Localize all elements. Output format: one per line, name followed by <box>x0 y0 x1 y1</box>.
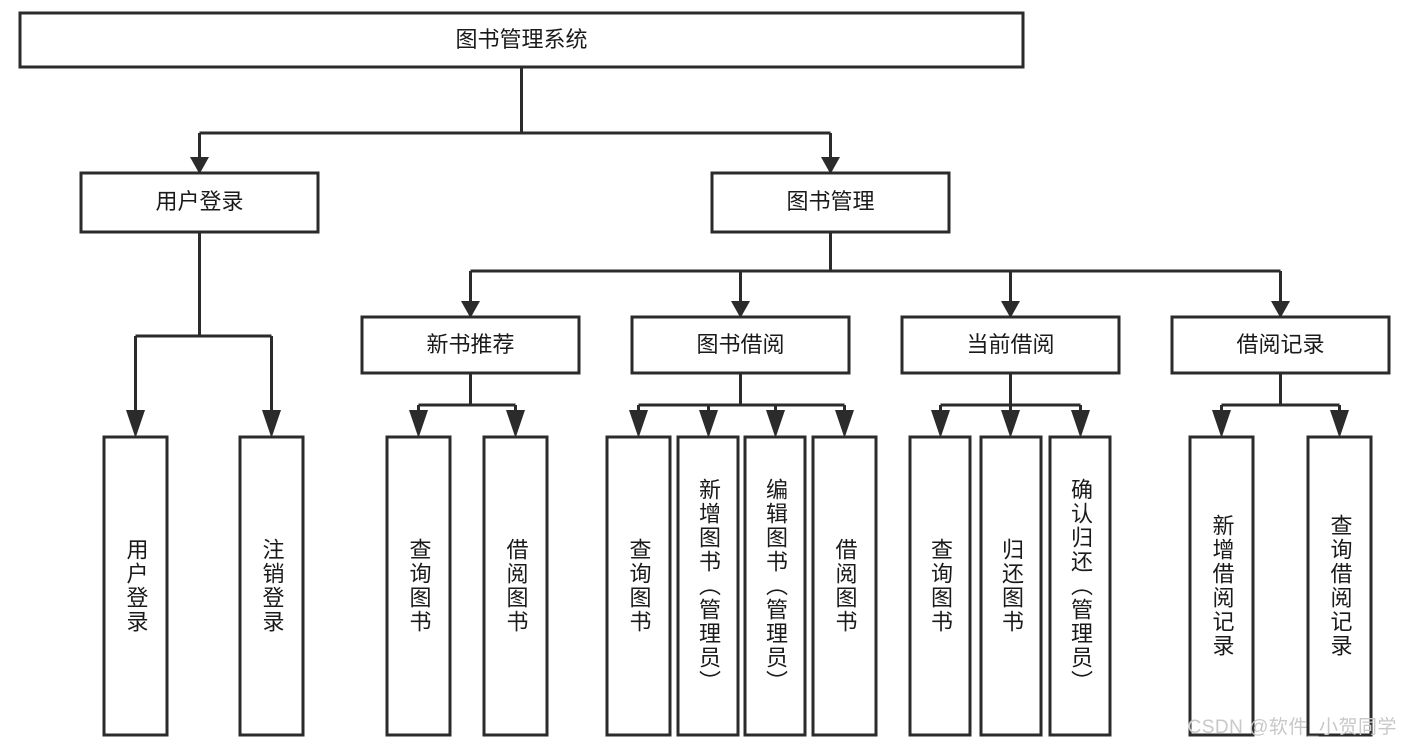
node-box-root[interactable] <box>18 11 1025 69</box>
arrow-head-leaf-query-book-3 <box>931 410 950 438</box>
node-box-book-manage[interactable] <box>710 171 951 234</box>
node-box-leaf-query-book-1[interactable] <box>385 435 452 737</box>
node-box-leaf-query-book-3[interactable] <box>908 435 972 737</box>
node-label-new-book-rec: 新书推荐 <box>426 332 514 357</box>
node-box-leaf-borrow-book-1[interactable] <box>482 435 549 737</box>
node-label-borrow-record: 借阅记录 <box>1236 332 1324 357</box>
arrow-head-leaf-add-record <box>1212 410 1231 438</box>
node-label-user-login: 用户登录 <box>155 189 243 214</box>
arrow-head-leaf-borrow-book-2 <box>835 410 854 438</box>
node-label-root: 图书管理系统 <box>455 27 587 52</box>
arrow-head-book-manage <box>821 157 840 174</box>
node-box-leaf-confirm-return[interactable] <box>1048 435 1112 737</box>
arrow-head-leaf-query-record <box>1330 410 1349 438</box>
arrow-head-book-borrow <box>731 301 750 318</box>
node-box-current-borrow[interactable] <box>900 315 1121 375</box>
arrow-head-leaf-borrow-book-1 <box>506 410 525 438</box>
connectors-layer <box>126 67 1349 438</box>
arrow-head-leaf-user-login <box>126 410 145 438</box>
node-label-book-manage: 图书管理 <box>786 189 874 214</box>
node-label-book-borrow: 图书借阅 <box>696 332 784 357</box>
arrow-head-leaf-edit-book <box>766 410 785 438</box>
arrow-head-current-borrow <box>1001 301 1020 318</box>
node-label-current-borrow: 当前借阅 <box>966 332 1054 357</box>
arrow-head-leaf-return-book <box>1001 410 1020 438</box>
node-box-leaf-return-book[interactable] <box>979 435 1043 737</box>
arrow-head-leaf-add-book <box>699 410 718 438</box>
node-box-leaf-edit-book[interactable] <box>743 435 807 737</box>
arrow-head-leaf-query-book-2 <box>629 410 648 438</box>
arrow-head-leaf-confirm-return <box>1071 410 1090 438</box>
arrow-head-leaf-query-book-1 <box>409 410 428 438</box>
node-box-leaf-add-record[interactable] <box>1188 435 1255 737</box>
node-box-leaf-add-book[interactable] <box>676 435 740 737</box>
node-box-borrow-record[interactable] <box>1170 315 1391 375</box>
node-box-leaf-logout[interactable] <box>238 435 305 737</box>
nodes-layer: 图书管理系统 用户登录 图书管理 新书推荐 图书借阅 当前借阅 借阅记录 <box>18 11 1391 737</box>
node-box-user-login[interactable] <box>79 171 320 234</box>
node-box-leaf-query-book-2[interactable] <box>605 435 672 737</box>
arrow-head-borrow-record <box>1271 301 1290 318</box>
node-box-leaf-query-record[interactable] <box>1306 435 1373 737</box>
node-box-book-borrow[interactable] <box>630 315 851 375</box>
node-box-new-book-rec[interactable] <box>360 315 581 375</box>
arrow-head-leaf-logout <box>262 410 281 438</box>
node-box-leaf-user-login[interactable] <box>102 435 169 737</box>
node-box-leaf-borrow-book-2[interactable] <box>811 435 878 737</box>
arrow-head-user-login <box>190 157 209 174</box>
arrow-head-new-book-rec <box>461 301 480 318</box>
